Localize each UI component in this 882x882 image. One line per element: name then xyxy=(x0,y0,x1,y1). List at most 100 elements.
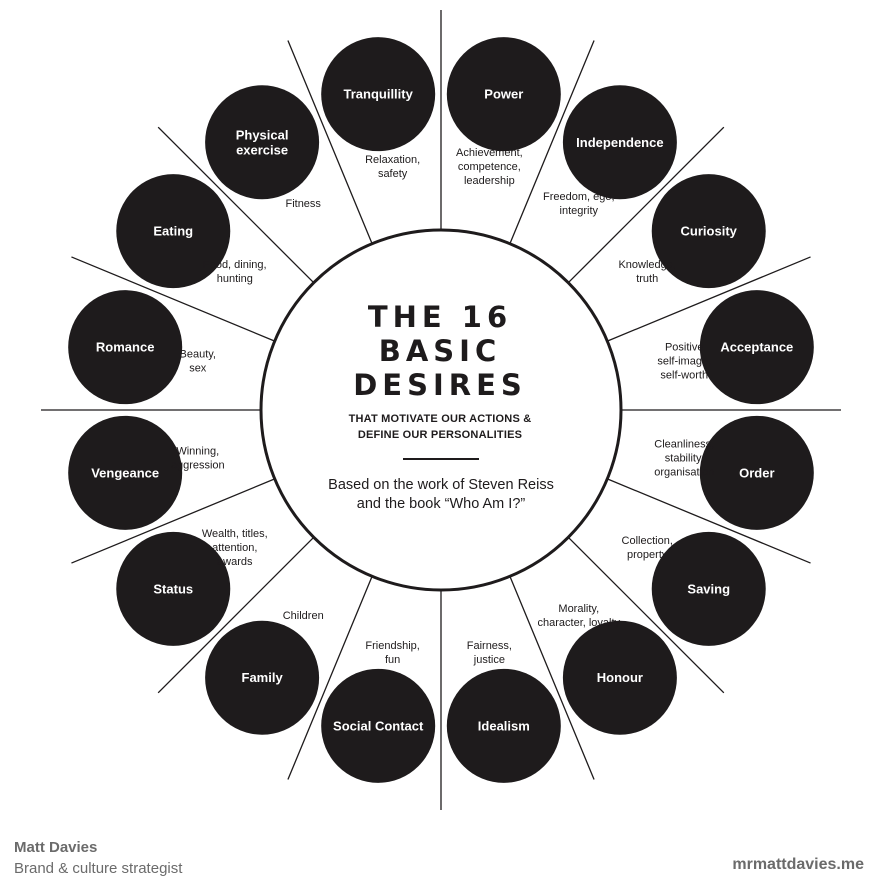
sector-divider xyxy=(509,40,595,244)
desire-circle xyxy=(562,620,677,735)
desire-name: Vengeance xyxy=(91,465,159,480)
desire-description: Food, dining, hunting xyxy=(203,259,267,285)
description-line: Winning, xyxy=(176,445,219,457)
description-line: Positive xyxy=(665,342,704,354)
description-line: attention, xyxy=(212,542,257,554)
description-line: Freedom, ego, xyxy=(543,191,615,203)
description-line: character, loyalty xyxy=(538,617,621,629)
desire-name: Idealism xyxy=(478,718,530,733)
desire-name: Romance xyxy=(96,340,155,355)
desire-node: Independence xyxy=(562,85,677,200)
title-divider xyxy=(403,458,479,460)
description-line: Achievement, xyxy=(456,147,523,159)
desire-node: Power xyxy=(446,37,561,152)
title-line: DESIRES xyxy=(353,368,527,402)
sector-divider xyxy=(287,40,373,244)
desire-circle xyxy=(321,37,436,152)
desire-name: Physical xyxy=(236,127,289,142)
source-note: Based on the work of Steven Reiss and th… xyxy=(300,476,582,514)
description-line: sex xyxy=(189,363,207,375)
desire-description: Friendship, fun xyxy=(365,640,419,666)
desire-description: Freedom, ego, integrity xyxy=(543,191,615,217)
sector-divider xyxy=(607,478,811,564)
desire-node: Eating xyxy=(116,174,231,289)
desire-node: Acceptance xyxy=(699,290,814,405)
desire-node: Romance xyxy=(68,290,183,405)
desire-description: Winning,aggression xyxy=(171,445,225,471)
source-line: Based on the work of Steven Reiss xyxy=(328,477,554,493)
desire-description: Positive self-image, self-worth xyxy=(657,342,711,382)
sector-divider xyxy=(607,256,811,342)
author-role: Brand & culture strategist xyxy=(14,860,183,877)
desire-description: Morality, character, loyalty xyxy=(538,603,621,629)
desire-circle xyxy=(68,290,183,405)
center-circle xyxy=(259,228,623,592)
sector-divider xyxy=(157,126,315,284)
diagram-subtitle: THAT MOTIVATE OUR ACTIONS & DEFINE OUR P… xyxy=(330,411,550,443)
description-line: Relaxation, xyxy=(365,154,420,166)
description-line: Fairness, xyxy=(467,640,512,652)
description-line: property xyxy=(627,549,668,561)
sector-divider xyxy=(157,536,315,694)
desire-node: Saving xyxy=(651,531,766,646)
description-line: truth xyxy=(636,273,658,285)
description-line: Cleanliness, xyxy=(654,438,714,450)
source-line: and the book “Who Am I?” xyxy=(356,496,526,512)
desire-description: Beauty,sex xyxy=(180,349,217,375)
sector-divider xyxy=(509,576,595,780)
desire-description: Children xyxy=(283,610,324,622)
description-line: justice xyxy=(473,654,505,666)
sector-divider xyxy=(71,256,275,342)
description-line: fun xyxy=(385,654,400,666)
description-line: self-worth xyxy=(660,370,708,382)
description-line: Fitness xyxy=(285,198,321,210)
subtitle-line: THAT MOTIVATE OUR ACTIONS & xyxy=(348,413,532,425)
desire-name: Social Contact xyxy=(333,718,424,733)
sector-divider xyxy=(567,126,725,284)
desire-circle xyxy=(446,668,561,783)
desire-descriptions: Achievement, competence, leadershipFreedom… xyxy=(171,147,714,666)
description-line: integrity xyxy=(560,205,599,217)
desire-description: Fitness xyxy=(285,198,321,210)
desire-node: Family xyxy=(205,620,320,735)
description-line: competence, xyxy=(458,161,521,173)
desire-description: Achievement, competence, leadership xyxy=(456,147,523,187)
desire-node: Tranquillity xyxy=(321,37,436,152)
subtitle-line: DEFINE OUR PERSONALITIES xyxy=(357,429,523,441)
desire-circle xyxy=(321,668,436,783)
desire-description: Fairness, justice xyxy=(467,640,512,666)
desire-name: Status xyxy=(153,581,193,596)
description-line: self-image, xyxy=(657,356,711,368)
title-line: BASIC xyxy=(378,334,502,368)
description-line: Collection, xyxy=(622,535,673,547)
desire-circle xyxy=(651,174,766,289)
website-link[interactable]: mrmattdavies.me xyxy=(732,856,864,873)
description-line: Morality, xyxy=(558,603,599,615)
desire-node: Idealism xyxy=(446,668,561,783)
diagram-title: THE 16 BASIC DESIRES xyxy=(310,300,570,402)
desire-circle xyxy=(205,620,320,735)
description-line: Children xyxy=(283,610,324,622)
desire-name: Power xyxy=(484,87,523,102)
description-line: Food, dining, xyxy=(203,259,267,271)
title-line: THE 16 xyxy=(367,300,513,334)
desire-circle xyxy=(446,37,561,152)
sector-divider xyxy=(287,576,373,780)
sector-divider xyxy=(567,536,725,694)
desire-name: Saving xyxy=(687,581,730,596)
author-name: Matt Davies xyxy=(14,839,98,856)
description-line: Knowledge, xyxy=(618,259,676,271)
description-line: leadership xyxy=(464,175,515,187)
description-line: hunting xyxy=(217,273,253,285)
desire-circle xyxy=(699,290,814,405)
desire-circle xyxy=(116,174,231,289)
desire-name: Independence xyxy=(576,135,663,150)
desire-name: Tranquillity xyxy=(344,87,414,102)
description-line: stability, xyxy=(665,452,704,464)
desire-circle xyxy=(205,85,320,200)
description-line: Friendship, xyxy=(365,640,419,652)
desire-name: Eating xyxy=(153,224,193,239)
desire-circle xyxy=(116,531,231,646)
